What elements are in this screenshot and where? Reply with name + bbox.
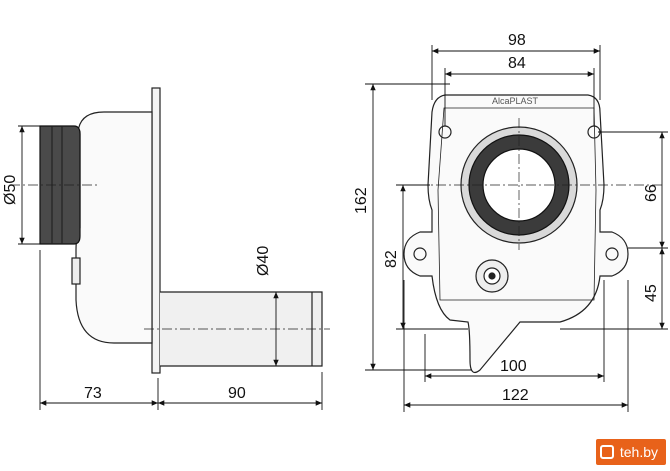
wall-plate bbox=[151, 87, 161, 374]
watermark-text: teh.by bbox=[619, 444, 658, 460]
dim-front-body-width: 100 bbox=[500, 358, 527, 375]
teh-logo-icon bbox=[599, 445, 614, 459]
watermark-badge: teh.by bbox=[595, 439, 666, 465]
dim-side-right: 90 bbox=[228, 385, 246, 402]
dim-side-left: 73 bbox=[84, 385, 102, 402]
dim-front-width-outer: 98 bbox=[508, 32, 526, 49]
lug-hole-left bbox=[413, 247, 427, 261]
side-dimensions bbox=[18, 125, 323, 410]
dim-outlet-diameter: Ø40 bbox=[255, 246, 272, 276]
dim-front-total-width: 122 bbox=[502, 387, 529, 404]
dim-front-width-holes: 84 bbox=[508, 55, 526, 72]
front-logo: AlcaPLAST bbox=[492, 96, 539, 106]
dim-front-lug-offset: 45 bbox=[643, 284, 660, 302]
dim-inlet-diameter: Ø50 bbox=[2, 175, 19, 205]
dim-front-inlet-offset: 66 bbox=[643, 184, 660, 202]
clean-out-plug bbox=[71, 257, 81, 285]
siphon-body bbox=[75, 111, 153, 344]
side-view bbox=[10, 87, 330, 374]
front-dimensions bbox=[365, 45, 668, 412]
dim-front-outlet-height: 82 bbox=[383, 250, 400, 268]
dim-front-height: 162 bbox=[353, 187, 370, 214]
lug-hole-right bbox=[605, 247, 619, 261]
front-view bbox=[400, 94, 665, 373]
